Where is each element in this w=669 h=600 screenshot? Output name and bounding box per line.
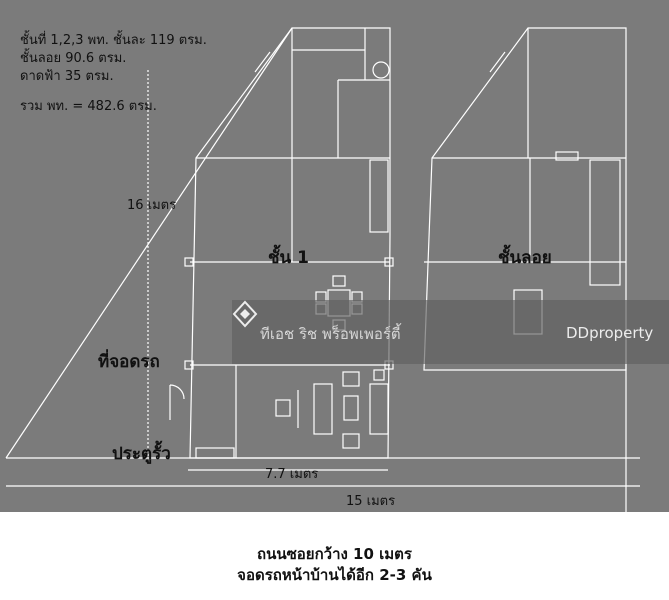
floor1-door — [169, 384, 185, 420]
floor1-column — [184, 257, 194, 267]
area-summary: ชั้นที่ 1,2,3 พท. ชั้นละ 119 ตรม. ชั้นลอ… — [20, 32, 207, 116]
floor1-outline — [189, 27, 391, 459]
floor-plan: ชั้นที่ 1,2,3 พท. ชั้นละ 119 ตรม. ชั้นลอ… — [0, 0, 669, 512]
lot-width-label: 15 เมตร — [346, 494, 396, 509]
area-floors-1-3: ชั้นที่ 1,2,3 พท. ชั้นละ 119 ตรม. — [20, 33, 207, 48]
area-mezzanine: ชั้นลอย 90.6 ตรม. — [20, 51, 127, 66]
floor1-column — [384, 257, 394, 267]
footer-road-width: ถนนซอยกว้าง 10 เมตร — [257, 545, 412, 563]
floor1-counter — [369, 159, 389, 233]
house-width-label: 7.7 เมตร — [265, 467, 319, 482]
mezzanine-window — [489, 51, 506, 73]
watermark-brand: DDproperty — [566, 324, 654, 342]
mezzanine-label: ชั้นลอย — [498, 248, 552, 268]
watermark-agent: ทีเอช ริช พร็อพเพอร์ตี้ — [260, 325, 401, 343]
living-sofa — [313, 383, 333, 435]
ddproperty-logo-icon — [232, 300, 258, 328]
mezzanine-window — [555, 151, 579, 161]
side-table — [373, 369, 385, 381]
floor1-window — [254, 51, 271, 73]
tv-cabinet — [275, 399, 291, 417]
mezzanine-cabinet — [589, 159, 621, 286]
floor-plan-drawing — [5, 27, 640, 512]
area-rooftop: ดาดฟ้า 35 ตรม. — [20, 69, 114, 84]
living-chair — [342, 371, 360, 387]
living-sofa — [369, 383, 389, 435]
depth-label: 16 เมตร — [127, 198, 177, 213]
watermark: ทีเอช ริช พร็อพเพอร์ตี้ DDproperty — [232, 300, 669, 364]
floor1-step — [195, 447, 235, 459]
floor1-label: ชั้น 1 — [268, 248, 309, 268]
area-total: รวม พท. = 482.6 ตรม. — [20, 99, 157, 114]
dining-chair — [332, 275, 346, 287]
floor1-column — [184, 360, 194, 370]
lot-boundary-line — [5, 27, 293, 459]
footer-parking-note: จอดรถหน้าบ้านได้อีก 2-3 คัน — [237, 566, 432, 584]
coffee-table — [343, 395, 359, 421]
living-chair — [342, 433, 360, 449]
gate-label: ประตูรั้ว — [112, 444, 171, 464]
floor1-toilet — [372, 61, 390, 79]
parking-label: ที่จอดรถ — [98, 352, 160, 372]
